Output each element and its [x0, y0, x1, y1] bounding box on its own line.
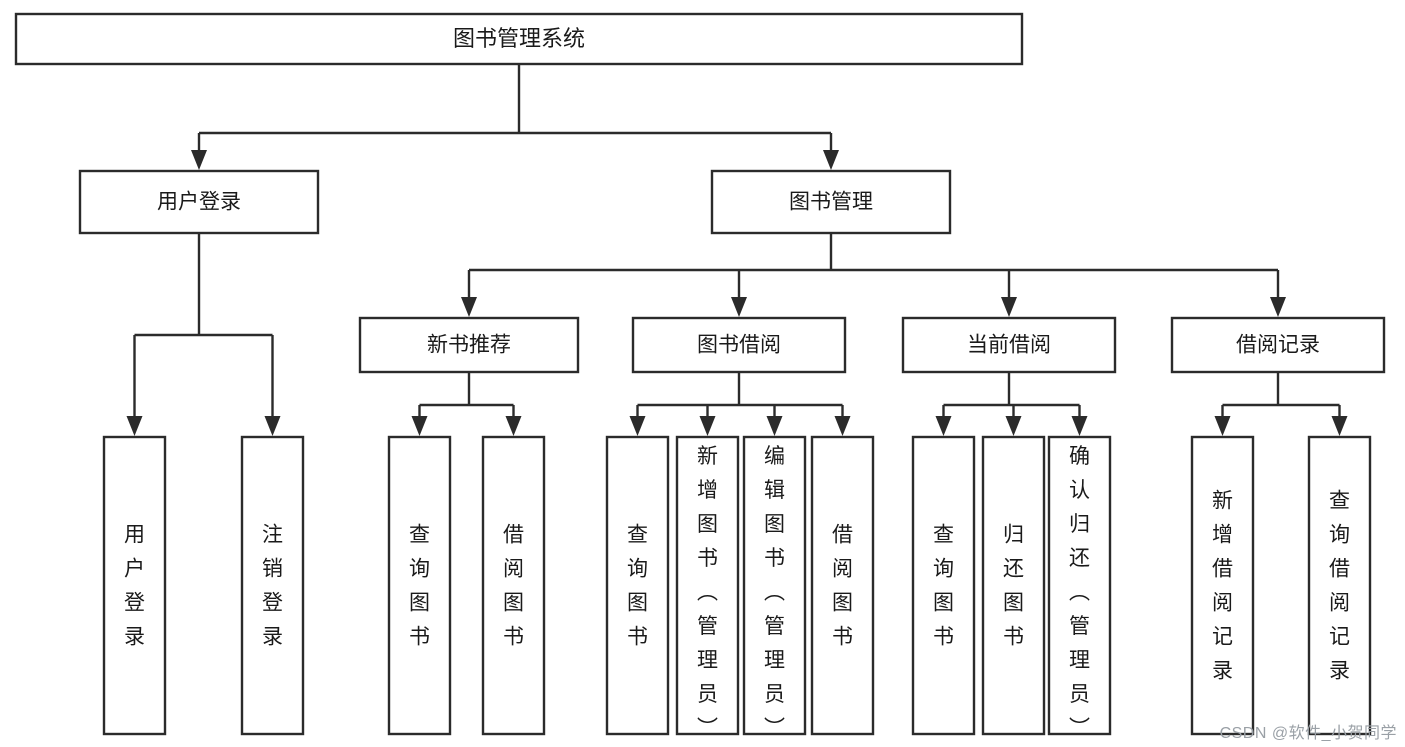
node-root[interactable]: 图书管理系统 — [14, 12, 1024, 66]
node-label: 查询图书 — [627, 524, 648, 649]
node-label: 用户登录 — [124, 524, 145, 649]
arrow-head-icon — [505, 416, 522, 436]
node-label: 确认归还︵管理员︶ — [1069, 445, 1090, 740]
node-box[interactable] — [675, 435, 740, 736]
arrow-head-icon — [191, 150, 207, 170]
node-leaf-12[interactable]: 新增借阅记录 — [1190, 435, 1255, 736]
node-box[interactable] — [911, 435, 976, 736]
node-box[interactable] — [14, 12, 1024, 66]
node-box[interactable] — [240, 435, 305, 736]
node-box[interactable] — [810, 435, 875, 736]
watermark-label: CSDN @软件_小贺同学 — [1219, 725, 1397, 742]
node-current[interactable]: 当前借阅 — [901, 316, 1117, 374]
node-label: 用户登录 — [157, 191, 241, 214]
node-box[interactable] — [481, 435, 546, 736]
connector-group-newbook — [411, 372, 522, 436]
node-label: 编辑图书︵管理员︶ — [764, 445, 785, 740]
connector-group-bookmgmt — [461, 233, 1286, 317]
node-box[interactable] — [605, 435, 670, 736]
connector-group-records — [1214, 372, 1348, 436]
node-label: 借阅记录 — [1236, 334, 1320, 357]
node-box[interactable] — [1190, 435, 1255, 736]
node-box[interactable] — [358, 316, 580, 374]
node-leaf-8[interactable]: 借阅图书 — [810, 435, 875, 736]
node-box[interactable] — [102, 435, 167, 736]
connector-group-current — [935, 372, 1088, 436]
arrow-head-icon — [461, 297, 477, 317]
arrow-head-icon — [1331, 416, 1348, 436]
node-label: 借阅图书 — [503, 524, 524, 649]
node-label: 查询图书 — [933, 524, 954, 649]
node-label: 查询图书 — [409, 524, 430, 649]
node-login[interactable]: 用户登录 — [78, 169, 320, 235]
node-box[interactable] — [710, 169, 952, 235]
node-label: 新增借阅记录 — [1212, 490, 1233, 683]
node-newbook[interactable]: 新书推荐 — [358, 316, 580, 374]
arrow-head-icon — [935, 416, 952, 436]
arrow-head-icon — [1214, 416, 1231, 436]
node-label: 查询借阅记录 — [1329, 490, 1350, 683]
node-label: 归还图书 — [1003, 524, 1024, 649]
node-leaf-2[interactable]: 注销登录 — [240, 435, 305, 736]
node-leaf-3[interactable]: 查询图书 — [387, 435, 452, 736]
node-label: 图书管理 — [789, 191, 873, 214]
arrow-head-icon — [699, 416, 716, 436]
edge-layer — [126, 64, 1348, 436]
arrow-head-icon — [731, 297, 747, 317]
node-label: 借阅图书 — [832, 524, 853, 649]
arrow-head-icon — [1005, 416, 1022, 436]
node-label: 图书借阅 — [697, 334, 781, 357]
node-box[interactable] — [387, 435, 452, 736]
node-leaf-4[interactable]: 借阅图书 — [481, 435, 546, 736]
node-leaf-9[interactable]: 查询图书 — [911, 435, 976, 736]
node-records[interactable]: 借阅记录 — [1170, 316, 1386, 374]
node-leaf-6[interactable]: 新增图书︵管理员︶ — [675, 435, 740, 740]
node-leaf-5[interactable]: 查询图书 — [605, 435, 670, 736]
arrow-head-icon — [823, 150, 839, 170]
connector-group-login — [126, 233, 281, 436]
node-label: 当前借阅 — [967, 334, 1051, 357]
node-leaf-7[interactable]: 编辑图书︵管理员︶ — [742, 435, 807, 740]
arrow-head-icon — [629, 416, 646, 436]
node-leaf-11[interactable]: 确认归还︵管理员︶ — [1047, 435, 1112, 740]
node-box[interactable] — [981, 435, 1046, 736]
node-box[interactable] — [631, 316, 847, 374]
arrow-head-icon — [834, 416, 851, 436]
node-leaf-1[interactable]: 用户登录 — [102, 435, 167, 736]
node-box[interactable] — [901, 316, 1117, 374]
node-leaf-10[interactable]: 归还图书 — [981, 435, 1046, 736]
node-leaf-13[interactable]: 查询借阅记录 — [1307, 435, 1372, 736]
node-box[interactable] — [742, 435, 807, 736]
arrow-head-icon — [411, 416, 428, 436]
node-box[interactable] — [1307, 435, 1372, 736]
node-box[interactable] — [1047, 435, 1112, 736]
node-box[interactable] — [1170, 316, 1386, 374]
node-layer: 图书管理系统用户登录图书管理新书推荐图书借阅当前借阅借阅记录用户登录注销登录查询… — [14, 12, 1386, 740]
arrow-head-icon — [766, 416, 783, 436]
node-box[interactable] — [78, 169, 320, 235]
node-label: 注销登录 — [262, 524, 283, 649]
node-bookmgmt[interactable]: 图书管理 — [710, 169, 952, 235]
node-label: 新书推荐 — [427, 334, 511, 357]
arrow-head-icon — [1001, 297, 1017, 317]
arrow-head-icon — [1071, 416, 1088, 436]
arrow-head-icon — [264, 416, 281, 436]
connector-group-root — [191, 64, 839, 170]
arrow-head-icon — [126, 416, 143, 436]
node-label: 新增图书︵管理员︶ — [697, 445, 718, 740]
connector-group-borrow — [629, 372, 851, 436]
node-borrow[interactable]: 图书借阅 — [631, 316, 847, 374]
arrow-head-icon — [1270, 297, 1286, 317]
page-title: 图书管理系统 — [453, 26, 585, 51]
